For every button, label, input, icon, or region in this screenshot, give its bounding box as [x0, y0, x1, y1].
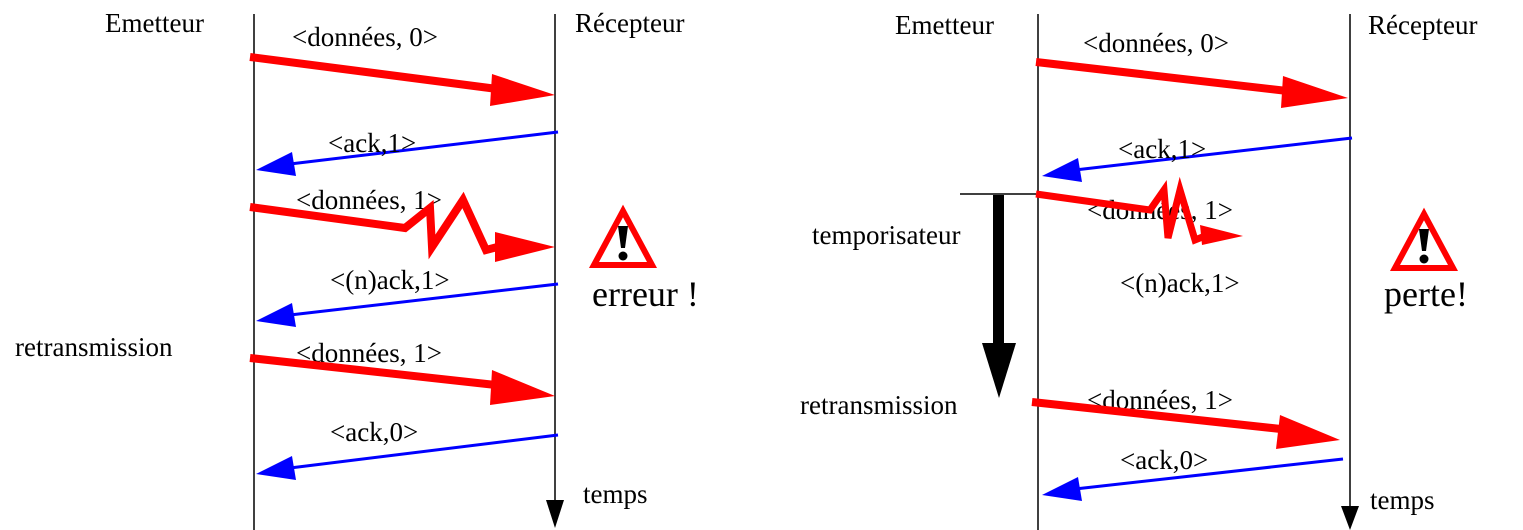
right-panel: Emetteur Récepteur <données, 0> <ack,1> …	[800, 10, 1477, 530]
left-panel: Emetteur Récepteur <données, 0> <ack,1> …	[15, 8, 699, 530]
timer-arrow-shaft	[993, 195, 1004, 345]
ack1-arrow	[289, 130, 559, 166]
timer-label: temporisateur	[812, 220, 960, 250]
warning-triangle-icon	[588, 204, 658, 268]
msg-ack1-label: <ack,1>	[328, 128, 416, 158]
data1-lost-arrow	[1035, 176, 1212, 245]
data1-arrowhead	[495, 232, 555, 262]
data1-retx-arrow	[1031, 398, 1291, 434]
loss-label: perte!	[1384, 274, 1468, 314]
msg-data0-label: <données, 0>	[292, 22, 438, 52]
nack1-arrowhead	[256, 303, 296, 327]
msg-ack0-label: <ack,0>	[330, 417, 418, 447]
data1-error-arrow	[249, 191, 507, 260]
time-arrowhead	[1341, 506, 1359, 530]
msg-nack1-label: <(n)ack,1>	[330, 265, 450, 295]
data1-arrowhead	[1200, 225, 1243, 245]
msg-nack1-label: <(n)ack,1>	[1120, 268, 1240, 298]
ack1-arrowhead	[1042, 158, 1082, 182]
receiver-label: Récepteur	[1368, 10, 1477, 40]
retransmission-label: retransmission	[800, 390, 958, 420]
ack1-arrowhead	[256, 152, 296, 176]
timer-arrowhead	[982, 343, 1016, 398]
sender-label: Emetteur	[105, 8, 204, 38]
msg-ack0-label: <ack,0>	[1120, 445, 1208, 475]
time-label: temps	[1370, 485, 1435, 515]
data1-retx-arrow	[249, 354, 506, 390]
data1-retx-arrowhead	[1276, 415, 1340, 449]
ack1-arrow	[1074, 136, 1353, 172]
data1-retx-arrowhead	[490, 370, 555, 405]
warning-triangle-icon	[1389, 207, 1459, 271]
sender-label: Emetteur	[895, 10, 994, 40]
msg-data1-label: <données, 1>	[296, 185, 442, 215]
msg-data0-label: <données, 0>	[1083, 28, 1229, 58]
nack1-arrow	[289, 282, 559, 317]
data0-arrowhead	[490, 74, 555, 106]
receiver-label: Récepteur	[575, 8, 684, 38]
ack0-arrow	[1074, 457, 1344, 491]
data0-arrowhead	[1281, 76, 1348, 108]
msg-ack1-label: <ack,1>	[1118, 134, 1206, 164]
ack0-arrowhead	[1042, 477, 1082, 501]
ack0-arrow	[289, 433, 559, 470]
data0-arrow	[249, 53, 506, 94]
error-label: erreur !	[592, 274, 699, 314]
ack0-arrowhead	[256, 456, 296, 480]
data0-arrow	[1035, 58, 1297, 96]
time-arrowhead	[546, 500, 564, 528]
retransmission-label: retransmission	[15, 332, 173, 362]
time-label: temps	[583, 479, 648, 509]
